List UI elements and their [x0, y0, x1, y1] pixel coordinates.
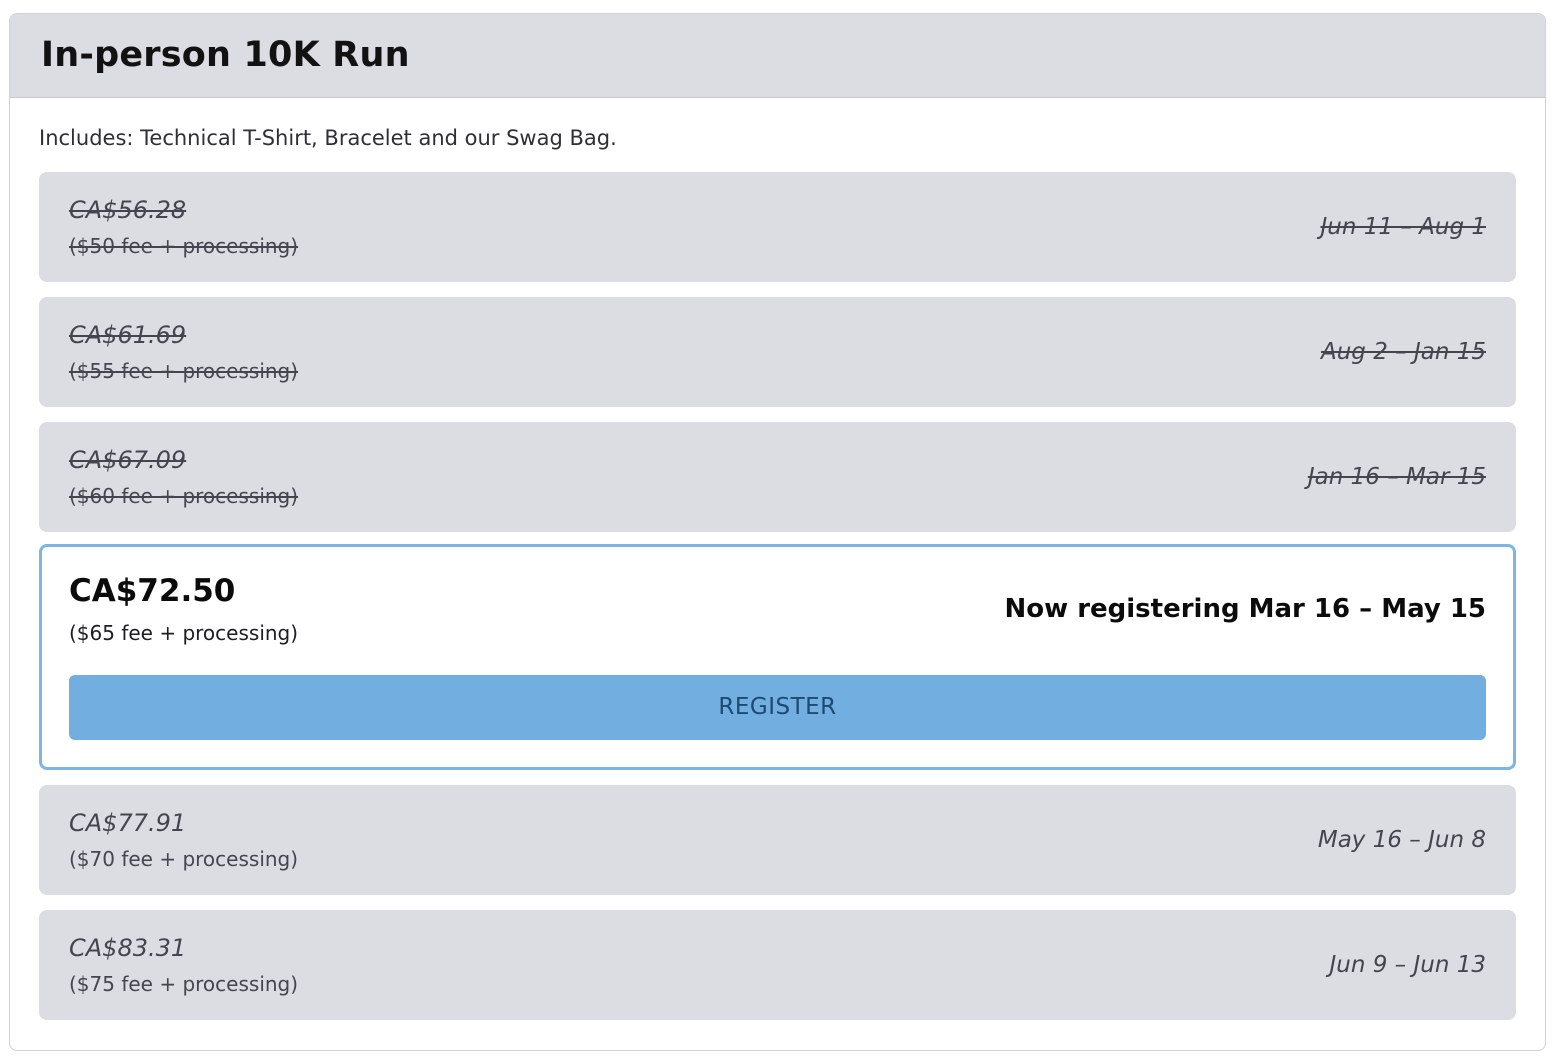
register-button[interactable]: REGISTER: [69, 675, 1486, 740]
tier-price-block: CA$56.28 ($50 fee + processing): [69, 196, 298, 258]
tier-dates: Jun 11 – Aug 1: [1320, 214, 1487, 240]
tier-price: CA$61.69: [69, 321, 187, 349]
tier-dates: May 16 – Jun 8: [1317, 827, 1486, 853]
tier-fee: ($60 fee + processing): [69, 484, 299, 508]
pricing-tier-active: CA$72.50 ($65 fee + processing) Now regi…: [39, 544, 1516, 770]
tier-dates: Aug 2 – Jan 15: [1320, 339, 1486, 365]
tier-dates: Jun 9 – Jun 13: [1329, 952, 1486, 978]
pricing-tier-past-2: CA$61.69 ($55 fee + processing) Aug 2 – …: [39, 297, 1516, 407]
tier-price-block: CA$67.09 ($60 fee + processing): [69, 446, 298, 508]
card-body: Includes: Technical T-Shirt, Bracelet an…: [10, 98, 1545, 1050]
tier-price-block: CA$61.69 ($55 fee + processing): [69, 321, 298, 383]
tier-fee: ($70 fee + processing): [69, 847, 299, 871]
pricing-tier-future-2: CA$83.31 ($75 fee + processing) Jun 9 – …: [39, 910, 1516, 1020]
registration-card: In-person 10K Run Includes: Technical T-…: [9, 13, 1546, 1051]
includes-text: Includes: Technical T-Shirt, Bracelet an…: [39, 126, 617, 150]
tier-price: CA$77.91: [69, 809, 187, 837]
tier-dates: Jan 16 – Mar 15: [1307, 464, 1486, 490]
tier-fee: ($50 fee + processing): [69, 234, 299, 258]
tier-fee: ($55 fee + processing): [69, 359, 299, 383]
pricing-tier-past-1: CA$56.28 ($50 fee + processing) Jun 11 –…: [39, 172, 1516, 282]
tier-price: CA$67.09: [69, 446, 187, 474]
tier-price-block: CA$72.50 ($65 fee + processing): [69, 573, 298, 645]
tier-price-block: CA$77.91 ($70 fee + processing): [69, 809, 298, 871]
card-header: In-person 10K Run: [10, 14, 1545, 98]
page-title: In-person 10K Run: [41, 35, 410, 75]
now-registering-dates: Now registering Mar 16 – May 15: [1004, 594, 1487, 624]
tier-fee: ($75 fee + processing): [69, 972, 299, 996]
tier-price: CA$83.31: [69, 934, 187, 962]
pricing-tier-future-1: CA$77.91 ($70 fee + processing) May 16 –…: [39, 785, 1516, 895]
tier-price: CA$72.50: [69, 573, 236, 609]
tier-fee: ($65 fee + processing): [69, 621, 299, 645]
tier-price: CA$56.28: [69, 196, 187, 224]
active-tier-info: CA$72.50 ($65 fee + processing) Now regi…: [69, 573, 1486, 645]
tier-price-block: CA$83.31 ($75 fee + processing): [69, 934, 298, 996]
pricing-tier-past-3: CA$67.09 ($60 fee + processing) Jan 16 –…: [39, 422, 1516, 532]
